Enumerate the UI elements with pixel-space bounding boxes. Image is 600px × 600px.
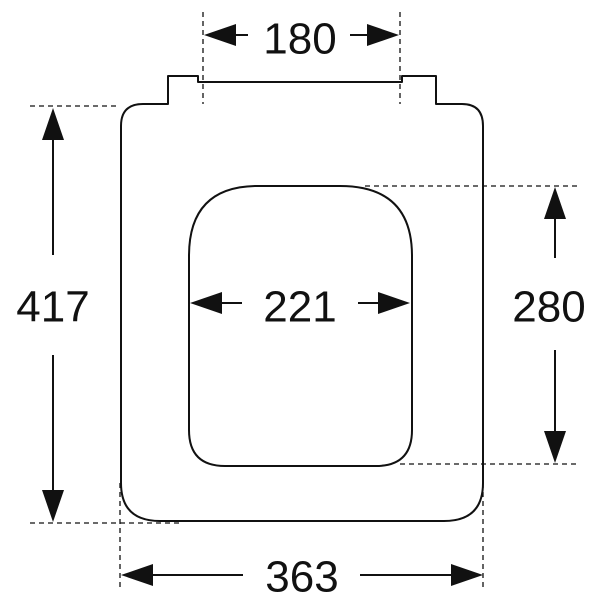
dimension-seat-width: 363 [121,553,483,600]
arrowhead-icon [367,24,399,46]
seat-opening [188,185,413,467]
dimension-seat-length: 417 [16,108,90,522]
arrowhead-icon [204,24,236,46]
arrowhead-icon [121,564,153,586]
arrowhead-icon [451,564,483,586]
opening-width-label: 221 [263,283,336,332]
hinge-width-label: 180 [263,15,336,64]
seat-width-label: 363 [265,553,338,600]
arrowhead-icon [378,292,410,314]
arrowhead-icon [42,108,64,140]
dimension-opening-width: 221 [190,283,410,332]
seat-length-label: 417 [16,283,89,332]
opening-length-label: 280 [512,283,585,332]
dimension-hinge-width: 180 [204,15,399,64]
dimension-opening-length: 280 [512,187,586,463]
arrowhead-icon [544,187,566,219]
arrowhead-icon [544,431,566,463]
arrowhead-icon [42,490,64,522]
arrowhead-icon [190,292,222,314]
